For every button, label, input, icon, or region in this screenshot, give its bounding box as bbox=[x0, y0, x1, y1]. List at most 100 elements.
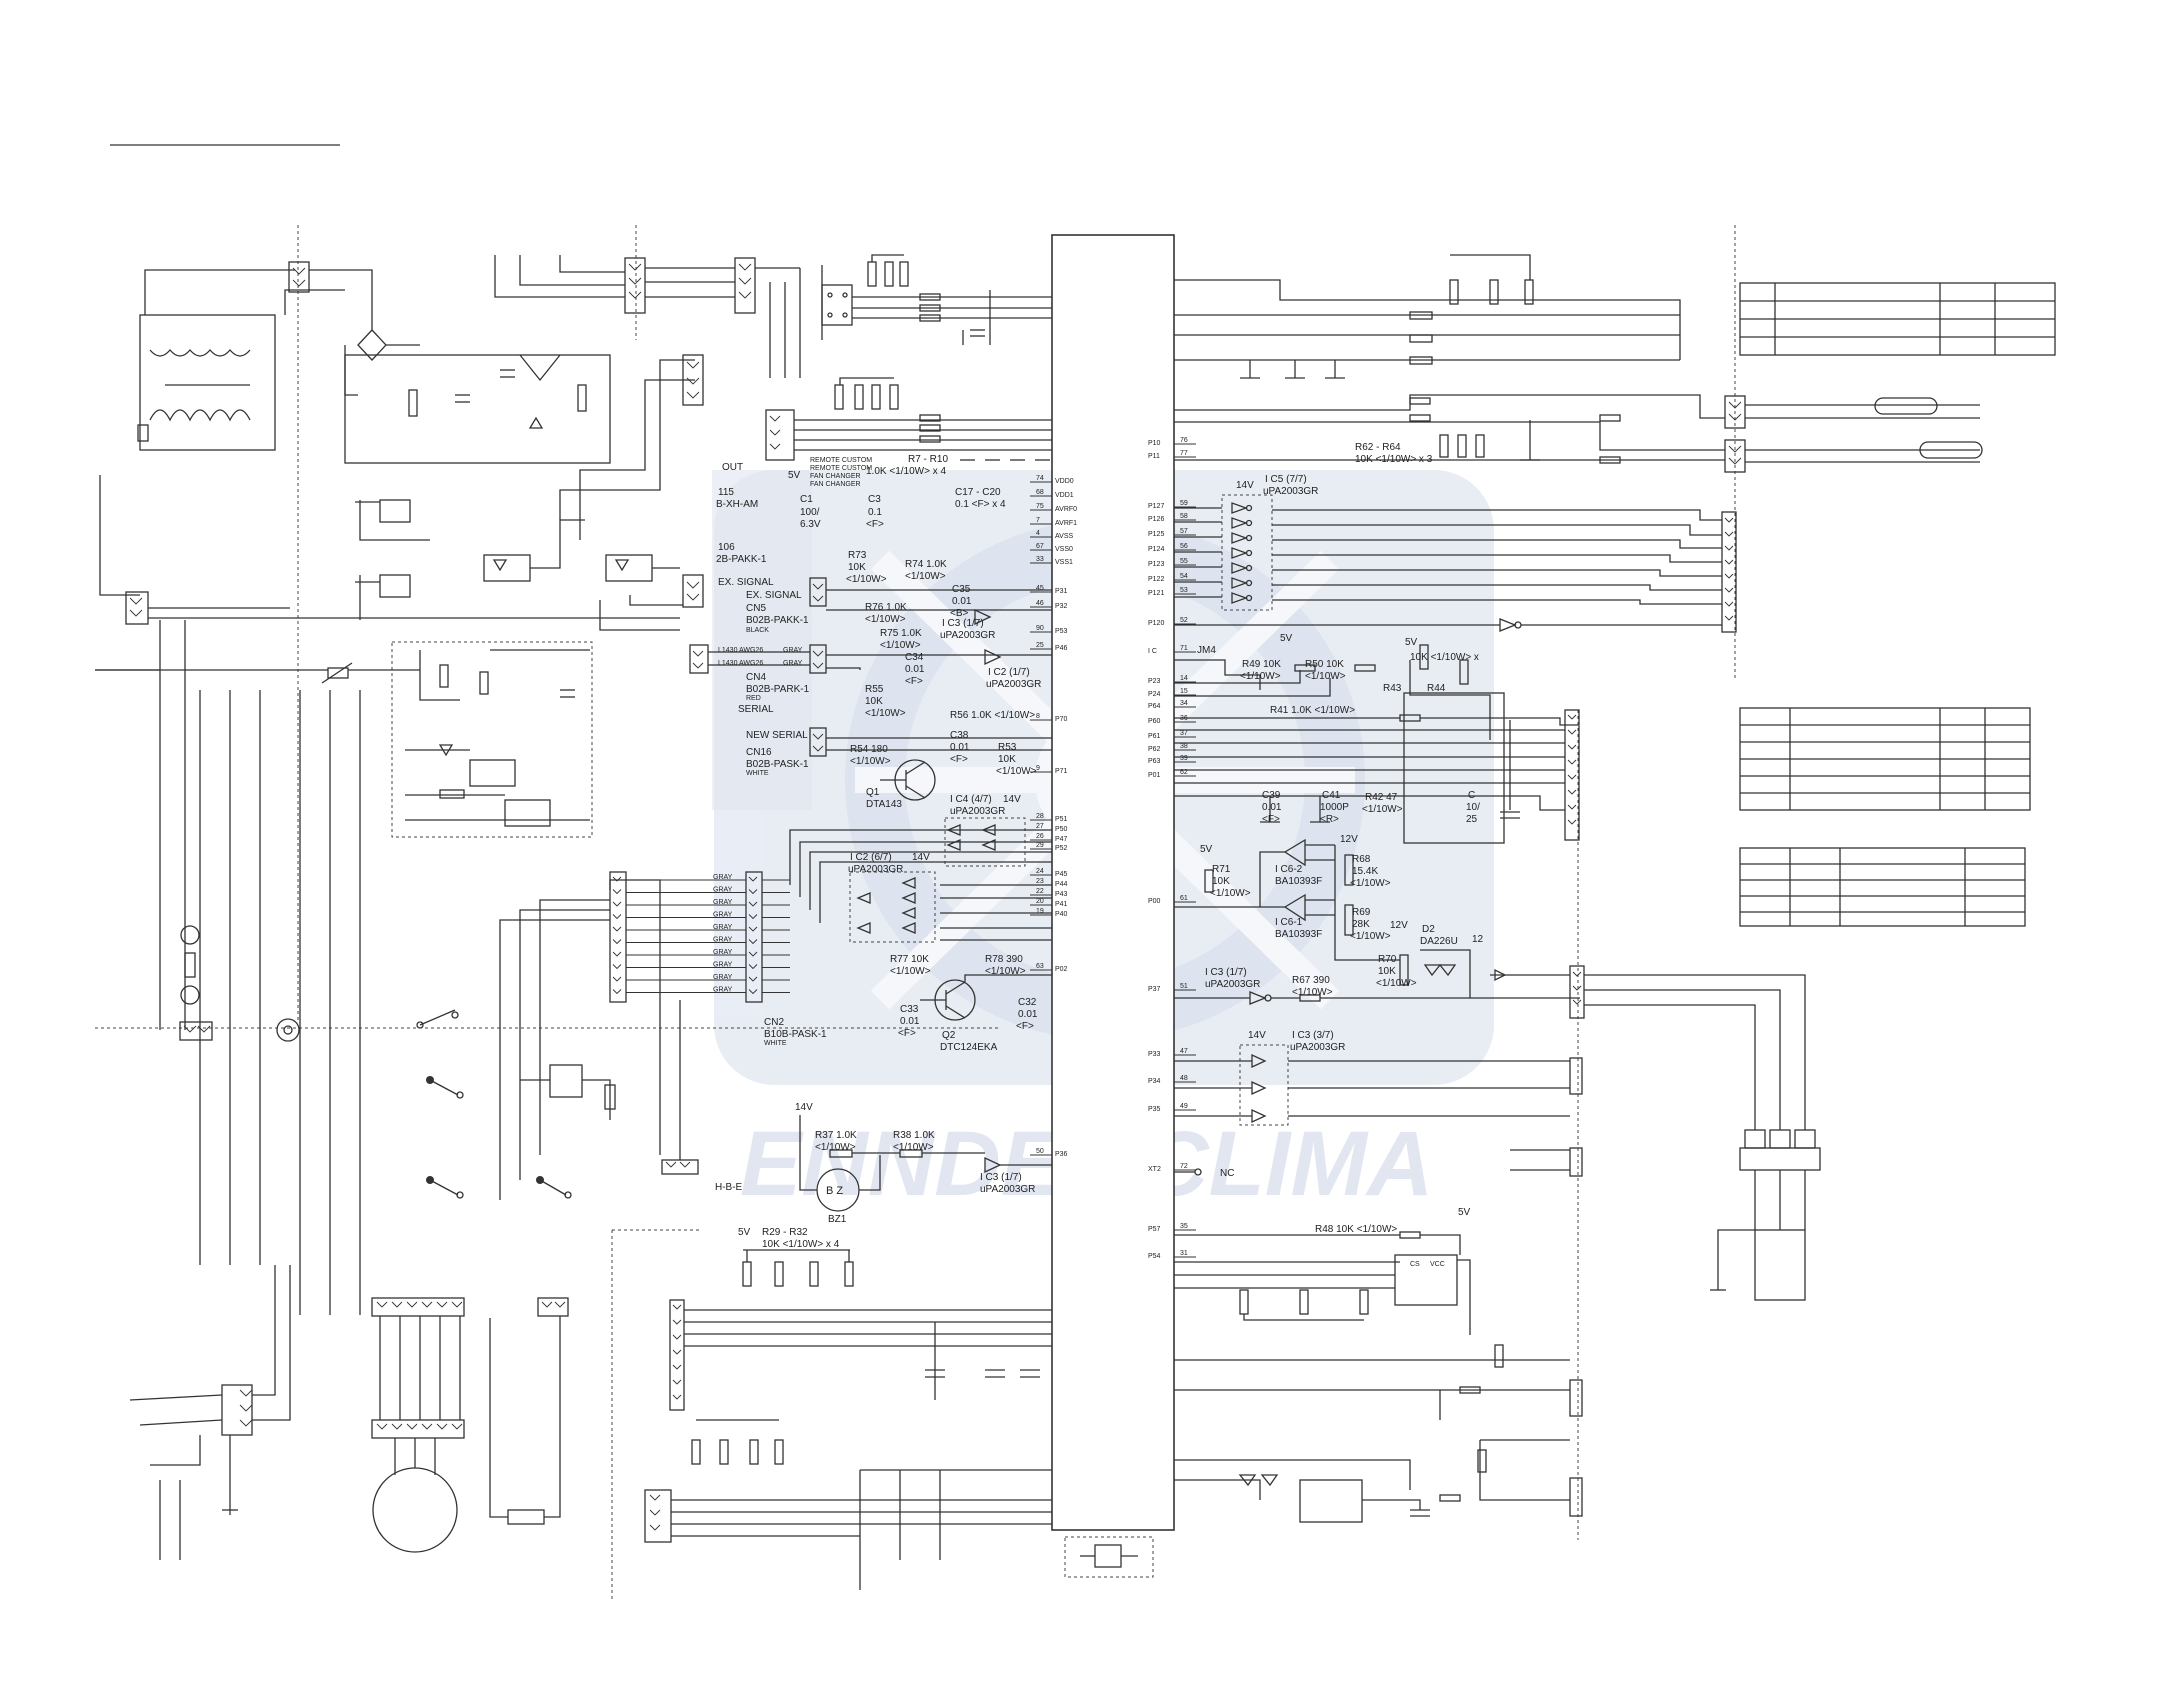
label-r74: R74 1.0K bbox=[905, 559, 947, 570]
label-r76: R76 1.0K bbox=[865, 602, 907, 613]
mcu-left-pin-num: 4 bbox=[1036, 530, 1040, 537]
mcu-left-pin-name: P31 bbox=[1055, 588, 1068, 595]
mcu-right-pin-num: 59 bbox=[1180, 500, 1188, 507]
label-r69-val: 28K bbox=[1352, 919, 1370, 930]
label-r77-w: <1/10W> bbox=[890, 966, 931, 977]
label-cn4-color: RED bbox=[746, 695, 761, 702]
mcu-right-pin-name: XT2 bbox=[1148, 1166, 1161, 1173]
label-upa-6: uPA2003GR bbox=[1263, 486, 1318, 497]
label-c33-val: 0.01 bbox=[900, 1016, 920, 1027]
label-r78-w: <1/10W> bbox=[985, 966, 1026, 977]
label-c39-f: <F> bbox=[1262, 814, 1280, 825]
mcu-right-pin-name: P62 bbox=[1148, 746, 1161, 753]
label-c35-val: 0.01 bbox=[952, 596, 972, 607]
mcu-right-pin-name: P11 bbox=[1148, 453, 1160, 460]
mcu-left-pin-name: VSS1 bbox=[1055, 559, 1073, 566]
label-nc: NC bbox=[1220, 1168, 1234, 1179]
label-ic6-1: I C6-1 bbox=[1275, 917, 1303, 928]
mcu-right-pin-num: 54 bbox=[1180, 573, 1188, 580]
label-r71: R71 bbox=[1212, 864, 1231, 875]
label-c32-f: <F> bbox=[1016, 1021, 1034, 1032]
label-cn4-type: B02B-PARK-1 bbox=[746, 684, 810, 695]
label-bz1: BZ1 bbox=[828, 1214, 847, 1225]
mcu-right-pin-num: 37 bbox=[1180, 730, 1188, 737]
mcu-left-pin-num: 50 bbox=[1036, 1148, 1044, 1155]
label-upa-5: uPA2003GR bbox=[980, 1184, 1035, 1195]
mcu-right-pin-name: P122 bbox=[1148, 576, 1164, 583]
label-out: OUT bbox=[722, 462, 743, 473]
mcu-left-pin-num: 24 bbox=[1036, 868, 1044, 875]
mcu-right-pin-num: 57 bbox=[1180, 528, 1188, 535]
mcu-right-pin-num: 61 bbox=[1180, 895, 1188, 902]
mcu-right-pin-num: 53 bbox=[1180, 587, 1188, 594]
mcu-left-pin-name: AVRF1 bbox=[1055, 520, 1077, 527]
mcu-left-pin-num: 74 bbox=[1036, 475, 1044, 482]
label-c-big-1: 10/ bbox=[1466, 802, 1480, 813]
label-r67-w: <1/10W> bbox=[1292, 987, 1333, 998]
mcu-left-pin-num: 26 bbox=[1036, 833, 1044, 840]
mcu-right-pin-num: 58 bbox=[1180, 513, 1188, 520]
label-cn16: CN16 bbox=[746, 747, 772, 758]
right-output-block bbox=[1174, 254, 1983, 1523]
label-r71-val: 10K bbox=[1212, 876, 1230, 887]
label-r43: R43 bbox=[1383, 683, 1402, 694]
label-upa-7: uPA2003GR bbox=[1205, 979, 1260, 990]
label-r62-r64: R62 - R64 bbox=[1355, 442, 1401, 453]
mcu-left-pin-name: P46 bbox=[1055, 645, 1068, 652]
label-ic5: I C5 (7/7) bbox=[1265, 474, 1307, 485]
mcu-left-pin-num: 68 bbox=[1036, 489, 1044, 496]
cn2-wire-color: GRAY bbox=[713, 949, 733, 956]
mcu-right-pin-name: P121 bbox=[1148, 590, 1164, 597]
label-ba-2: BA10393F bbox=[1275, 929, 1322, 940]
mcu-left-pin-name: P50 bbox=[1055, 826, 1068, 833]
label-r53-val: 10K bbox=[998, 754, 1016, 765]
signal-connectors bbox=[689, 577, 1052, 1174]
label-r42-w: <1/10W> bbox=[1362, 804, 1403, 815]
label-ic2-17: I C2 (1/7) bbox=[988, 667, 1030, 678]
label-r69: R69 bbox=[1352, 907, 1371, 918]
label-r55-w: <1/10W> bbox=[865, 708, 906, 719]
mcu-left-pin-name: P70 bbox=[1055, 716, 1068, 723]
label-r29-r32-val: 10K <1/10W> x 4 bbox=[762, 1239, 840, 1250]
label-r38-w: <1/10W> bbox=[893, 1142, 934, 1153]
mcu-right-pin-num: 77 bbox=[1180, 450, 1188, 457]
label-14v-e: 14V bbox=[1248, 1030, 1266, 1041]
label-fan-1: FAN CHANGER bbox=[810, 473, 861, 480]
label-q1-type: DTA143 bbox=[866, 799, 902, 810]
mcu-right-pin-name: P01 bbox=[1148, 772, 1161, 779]
label-c35: C35 bbox=[952, 584, 971, 595]
mcu-left-pin-name: VSS0 bbox=[1055, 546, 1073, 553]
mcu-right-pin-num: 35 bbox=[1180, 1223, 1188, 1230]
buzzer bbox=[799, 1115, 985, 1212]
mcu-left-pin-name: P52 bbox=[1055, 845, 1068, 852]
mcu-left-pin-name: AVRF0 bbox=[1055, 506, 1077, 513]
label-cn2-type: B10B-PASK-1 bbox=[764, 1029, 827, 1040]
cn2-wire-color: GRAY bbox=[713, 987, 733, 994]
fan-motor-icon bbox=[372, 1467, 458, 1553]
label-c39-val: 0.01 bbox=[1262, 802, 1282, 813]
mcu-left-pin-name: P47 bbox=[1055, 836, 1068, 843]
mcu-right-pin-name: P23 bbox=[1148, 678, 1161, 685]
mcu-left-pin-name: P36 bbox=[1055, 1151, 1068, 1158]
mcu-right-pin-name: P54 bbox=[1148, 1253, 1161, 1260]
mcu-right-pin-name: P33 bbox=[1148, 1051, 1161, 1058]
mcu-right-pin-num: 38 bbox=[1180, 743, 1188, 750]
label-wire-2: L1430 AWG26 bbox=[718, 660, 763, 667]
mcu-right-pin-name: P125 bbox=[1148, 531, 1164, 538]
mcu-left-pin-name: AVSS bbox=[1055, 533, 1073, 540]
label-c41-r: <R> bbox=[1320, 814, 1339, 825]
mcu-right-pin-name: P00 bbox=[1148, 898, 1161, 905]
mcu-left-pin-name: P71 bbox=[1055, 768, 1068, 775]
mcu-left-pin-num: 90 bbox=[1036, 625, 1044, 632]
label-r7-r10: R7 - R10 bbox=[908, 454, 948, 465]
label-14v-a: 14V bbox=[1003, 794, 1021, 805]
label-q2: Q2 bbox=[942, 1030, 956, 1041]
label-r53-w: <1/10W> bbox=[996, 766, 1037, 777]
mcu-right-pin-name: P60 bbox=[1148, 718, 1161, 725]
mcu-left-pin-num: 46 bbox=[1036, 600, 1044, 607]
thermistor-2-icon bbox=[1919, 441, 1983, 459]
label-5v-f: 5V bbox=[1458, 1207, 1471, 1218]
label-r73-w: <1/10W> bbox=[846, 574, 887, 585]
top-connector-block bbox=[494, 254, 1052, 461]
label-upa-8: uPA2003GR bbox=[1290, 1042, 1345, 1053]
